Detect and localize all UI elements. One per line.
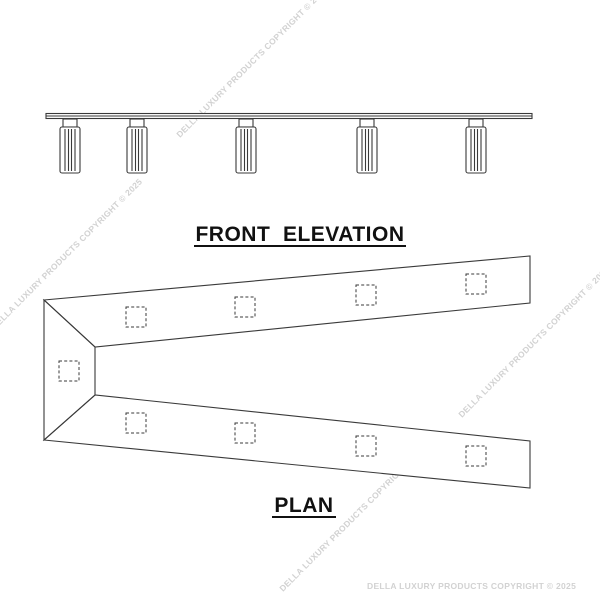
elevation-leg bbox=[126, 118, 148, 174]
front-elevation-view bbox=[45, 112, 533, 174]
elevation-leg bbox=[235, 118, 257, 174]
elevation-leg bbox=[356, 118, 378, 174]
elevation-legs bbox=[59, 118, 487, 174]
elevation-leg bbox=[465, 118, 487, 174]
plan-mitre-top bbox=[43, 299, 96, 348]
plan-view bbox=[42, 255, 531, 489]
hidden-leg-marker bbox=[355, 435, 377, 457]
watermark-5: DELLA LUXURY PRODUCTS COPYRIGHT © 2025 bbox=[367, 581, 576, 591]
hidden-leg-marker bbox=[234, 422, 256, 444]
plan-mitre-bottom bbox=[43, 394, 96, 441]
hidden-leg-marker bbox=[465, 445, 487, 467]
plan-lower-arm bbox=[42, 394, 531, 489]
hidden-leg-marker bbox=[125, 412, 147, 434]
elevation-leg bbox=[59, 118, 81, 174]
hidden-leg-marker bbox=[234, 296, 256, 318]
hidden-leg-marker bbox=[465, 273, 487, 295]
plan-upper-arm bbox=[42, 255, 531, 348]
plan-hidden-legs bbox=[58, 273, 487, 467]
plan-title: PLAN bbox=[274, 494, 333, 517]
front-elevation-title: FRONT ELEVATION bbox=[195, 223, 404, 246]
hidden-leg-marker bbox=[125, 306, 147, 328]
hidden-leg-marker bbox=[58, 360, 80, 382]
hidden-leg-marker bbox=[355, 284, 377, 306]
